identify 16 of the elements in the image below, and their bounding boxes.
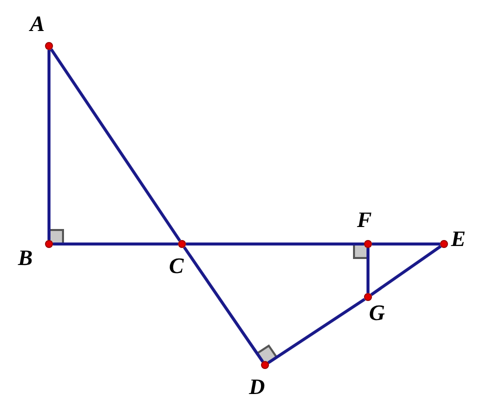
line-segment	[50, 48, 182, 242]
line-segment	[186, 242, 364, 246]
line-segment	[370, 245, 442, 296]
point-label: E	[451, 228, 466, 250]
line-segment	[372, 242, 440, 246]
line-segment	[48, 50, 50, 240]
point-label: D	[249, 376, 265, 398]
point-label: G	[369, 302, 385, 324]
line-segment	[268, 298, 366, 364]
point-label: F	[357, 209, 372, 231]
point-label: B	[18, 247, 33, 269]
point-label: A	[30, 13, 45, 35]
point-label: C	[169, 255, 184, 277]
line-segment	[53, 242, 178, 246]
line-segment	[183, 246, 264, 363]
line-segment	[366, 248, 370, 293]
